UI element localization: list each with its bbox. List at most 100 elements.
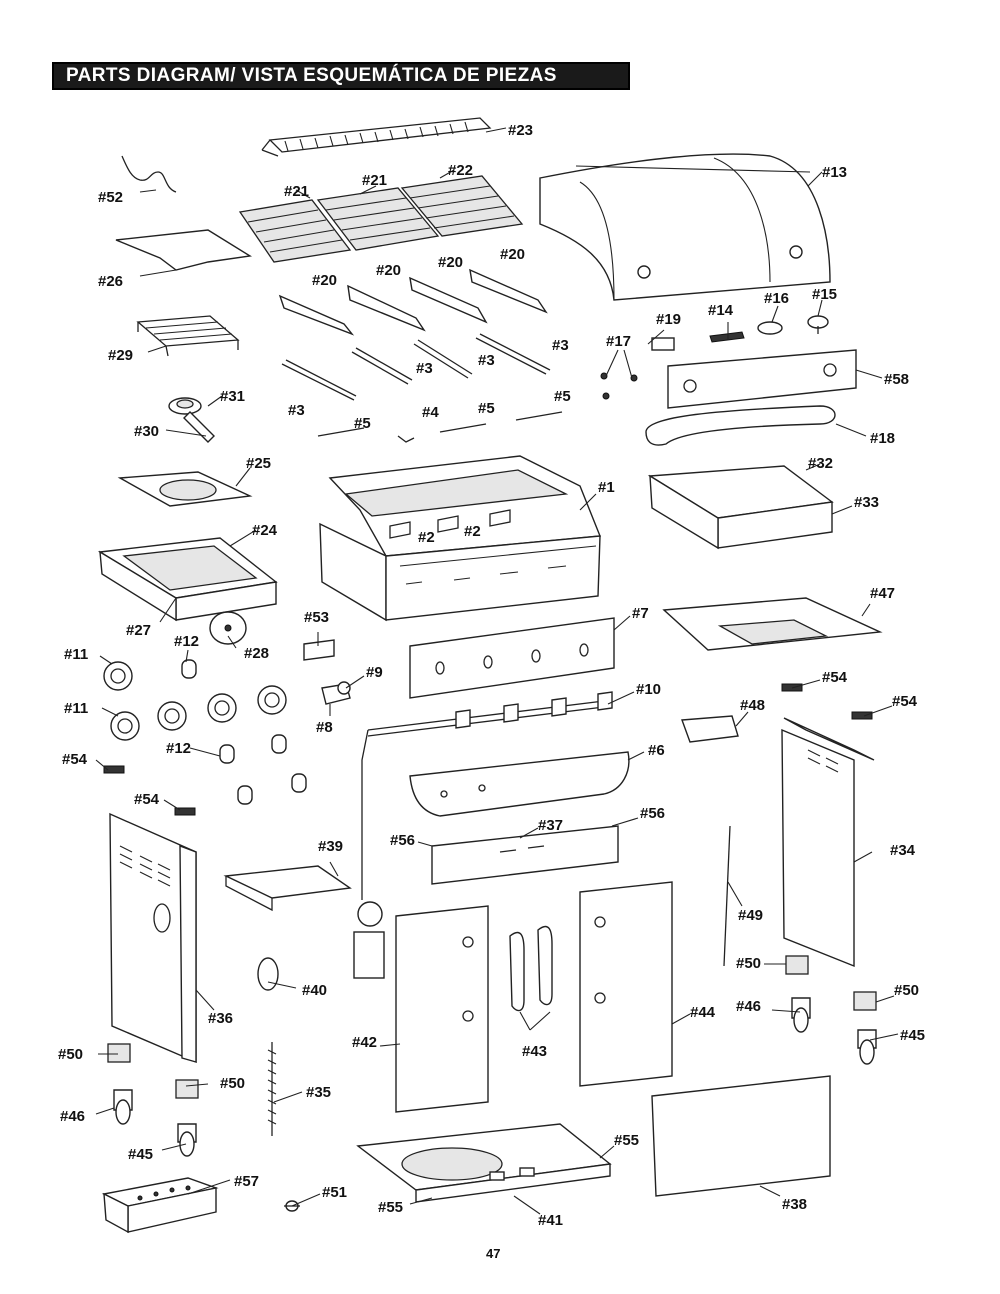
label-50-b: #50 xyxy=(220,1075,245,1092)
label-27: #27 xyxy=(126,622,151,639)
part-1-firebox xyxy=(319,455,601,622)
part-37-rail xyxy=(431,825,619,885)
part-10-manifold xyxy=(361,691,613,900)
part-11-bezel-c xyxy=(157,701,187,731)
label-28: #28 xyxy=(244,645,269,662)
label-58: #58 xyxy=(884,371,909,388)
part-16-thermometer xyxy=(757,321,783,335)
label-21-center: #21 xyxy=(362,172,387,189)
part-45-locking-casters xyxy=(177,1029,877,1157)
part-41-bottom-base xyxy=(356,1123,612,1203)
label-20-b: #20 xyxy=(376,262,401,279)
label-37: #37 xyxy=(538,817,563,834)
part-11-bezel-e xyxy=(257,685,287,715)
label-4: #4 xyxy=(422,404,439,421)
label-3-d: #3 xyxy=(552,337,569,354)
label-54-c: #54 xyxy=(822,669,848,686)
part-42-left-door xyxy=(395,905,489,1113)
part-19-label xyxy=(651,337,675,351)
header-bar: PARTS DIAGRAM/ VISTA ESQUEMÁTICA DE PIEZ… xyxy=(52,62,630,90)
part-6-heat-deflector xyxy=(409,751,630,817)
label-20-c: #20 xyxy=(438,254,463,271)
label-16: #16 xyxy=(764,290,789,307)
label-45-b: #45 xyxy=(900,1027,925,1044)
label-18: #18 xyxy=(870,430,895,447)
part-9-igniter xyxy=(321,681,351,705)
part-35-tool xyxy=(267,1042,277,1136)
label-11-b: #11 xyxy=(64,700,88,717)
part-43-door-handles xyxy=(509,925,553,1012)
label-12-b: #12 xyxy=(166,740,191,757)
label-14: #14 xyxy=(708,302,734,319)
part-11-bezel-d xyxy=(207,693,237,723)
part-23-warming-rack xyxy=(261,117,492,157)
part-13-lid xyxy=(539,153,831,301)
part-38-back-panel xyxy=(651,1075,831,1197)
part-48-grease-cup xyxy=(681,715,739,743)
leader-lines xyxy=(95,127,899,1215)
label-57: #57 xyxy=(234,1173,259,1190)
label-50-d: #50 xyxy=(894,982,919,999)
part-7-front-panel xyxy=(409,617,615,699)
label-38: #38 xyxy=(782,1196,807,1213)
label-22: #22 xyxy=(448,162,473,179)
label-12-a: #12 xyxy=(174,633,199,650)
part-36-left-side-panel xyxy=(109,812,197,1064)
label-29: #29 xyxy=(108,347,133,364)
part-28-knob-bezel xyxy=(209,611,247,645)
label-1: #1 xyxy=(598,479,615,496)
part-47-drip-tray xyxy=(662,597,883,651)
label-50-a: #50 xyxy=(58,1046,83,1063)
label-55-a: #55 xyxy=(378,1199,403,1216)
label-53: #53 xyxy=(304,609,329,626)
label-11-a: #11 xyxy=(64,646,88,663)
label-6: #6 xyxy=(648,742,665,759)
part-30-side-burner xyxy=(168,397,215,443)
label-9: #9 xyxy=(366,664,383,681)
label-56-b: #56 xyxy=(640,805,665,822)
part-53-bracket xyxy=(303,639,335,661)
label-41: #41 xyxy=(538,1212,563,1229)
part-21-cooking-grate-left xyxy=(238,199,352,263)
part-11-bezel-b xyxy=(110,711,140,741)
label-50-c: #50 xyxy=(736,955,761,972)
label-47: #47 xyxy=(870,585,895,602)
part-52-igniter-wire xyxy=(121,155,177,193)
label-20-a: #20 xyxy=(312,272,337,289)
part-34-right-side-panel xyxy=(781,717,875,968)
part-22-cooking-grate-right xyxy=(400,175,524,237)
part-57-smoker-box xyxy=(101,1177,219,1234)
label-7: #7 xyxy=(632,605,649,622)
label-54-a: #54 xyxy=(62,751,88,768)
part-12-knobs xyxy=(219,734,307,805)
part-44-right-door xyxy=(579,881,673,1087)
label-33: #33 xyxy=(854,494,879,511)
label-45-a: #45 xyxy=(128,1146,153,1163)
label-46-b: #46 xyxy=(736,998,761,1015)
part-50-caster-plates xyxy=(107,955,877,1099)
part-21-cooking-grate-center xyxy=(316,187,440,251)
label-23: #23 xyxy=(508,122,533,139)
label-15: #15 xyxy=(812,286,837,303)
part-49-probe xyxy=(723,825,731,967)
label-3-a: #3 xyxy=(288,402,305,419)
label-20-d: #20 xyxy=(500,246,525,263)
part-29-rack xyxy=(136,315,240,357)
part-32-side-shelf xyxy=(647,465,834,550)
part-12-knob-a xyxy=(181,659,197,679)
label-10: #10 xyxy=(636,681,661,698)
label-48: #48 xyxy=(740,697,765,714)
label-54-b: #54 xyxy=(134,791,160,808)
part-14-logo xyxy=(709,331,745,343)
label-30: #30 xyxy=(134,423,159,440)
part-39-bottom-shelf xyxy=(223,865,352,912)
label-25: #25 xyxy=(246,455,271,472)
part-18-handle xyxy=(645,405,836,446)
label-3-b: #3 xyxy=(416,360,433,377)
label-46-a: #46 xyxy=(60,1108,85,1125)
label-26: #26 xyxy=(98,273,123,290)
label-43: #43 xyxy=(522,1043,547,1060)
part-58-control-panel xyxy=(667,349,857,409)
part-25-burner-pan xyxy=(117,471,253,507)
